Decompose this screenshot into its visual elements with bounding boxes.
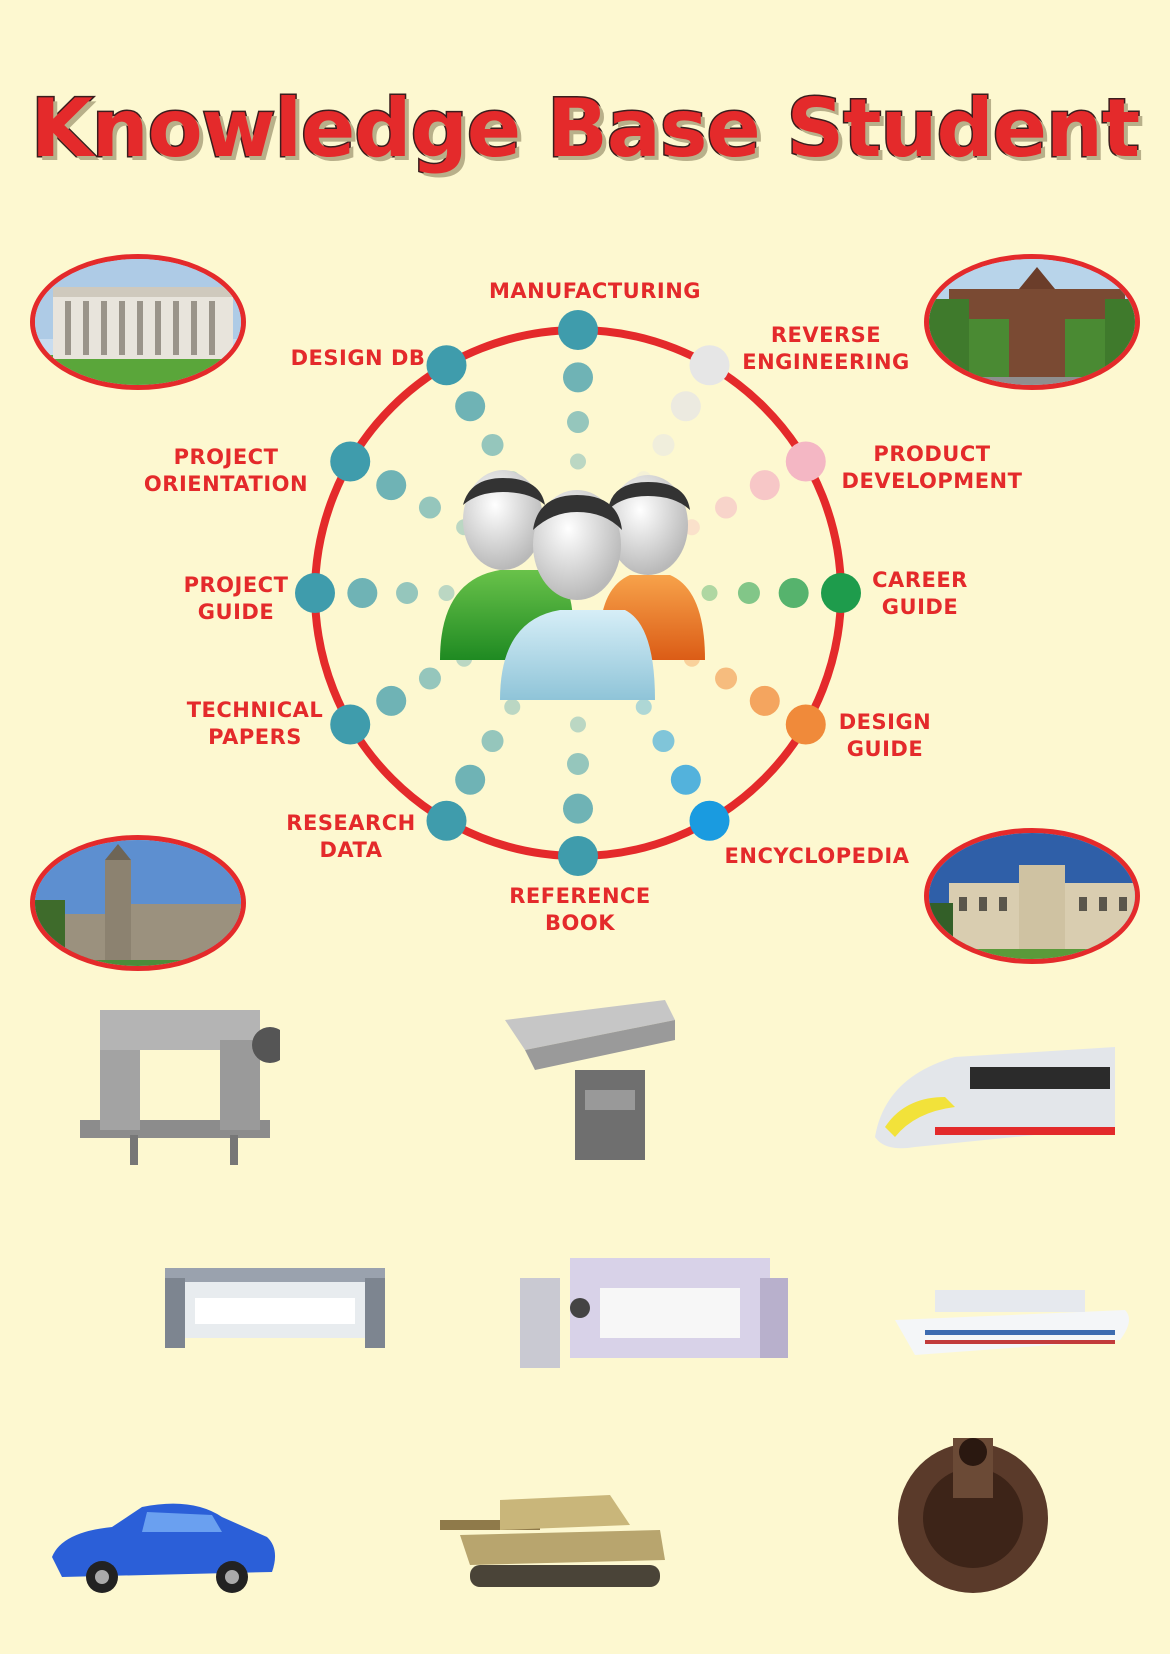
air-jet-loom-photo [520,1258,788,1368]
ivy-building-photo [924,254,1140,390]
spoke-dot [715,667,738,690]
spoke-dot [396,582,419,604]
spoke-dot [563,793,593,824]
spoke-dot [558,836,598,876]
spoke-dot [481,730,504,753]
spoke-dot [418,496,441,519]
spoke-dot [567,752,589,775]
spoke-dot [689,345,730,386]
spoke-dot [567,411,589,434]
spoke-dot [635,698,652,715]
army-tank-photo [440,1495,665,1587]
spoke-dot [778,578,809,608]
spoke-dot [455,764,486,795]
spoke-dot [563,362,593,393]
spoke-dot [376,685,407,716]
spoke-dot [376,470,407,501]
spoke-dot [558,310,598,350]
spoke-dot [481,433,504,456]
label-research-data: RESEARCH DATA [286,811,416,862]
spoke-dot [418,667,441,690]
label-encyclopedia: ENCYCLOPEDIA [724,844,910,868]
spoke-dot [689,800,730,841]
label-manufacturing: MANUFACTURING [488,279,702,303]
spoke-dot [652,433,675,456]
spoke-dot [785,704,826,745]
bevel-gear-photo [898,1438,1048,1593]
spoke-dot [737,582,760,604]
clock-tower-building-photo [30,835,246,971]
spoke-dot [330,704,371,745]
spoke-dot [715,496,738,519]
group-of-people-icon [440,470,705,700]
spoke-dot [347,578,378,608]
university-building-photo [30,254,246,390]
label-reference-book: REFERENCE BOOK [509,884,651,935]
spoke-dot [295,573,335,613]
spoke-dot [330,441,371,482]
spoke-dot [821,573,861,613]
high-speed-train-photo [875,1047,1115,1149]
spoke-dot [670,764,701,795]
cruise-ship-photo [895,1290,1129,1355]
vibratory-feeder-photo [505,1000,675,1160]
spoke-dot [749,470,780,501]
heritage-building-photo [924,828,1140,964]
label-project-orientation: PROJECT ORIENTATION [143,445,309,496]
page-title: Knowledge Base Student [29,81,1141,177]
spoke-dot [504,698,521,715]
label-career-guide: CAREER GUIDE [872,568,968,619]
spoke-dot [570,716,586,733]
spoke-dot [455,391,486,422]
label-design-db: DESIGN DB [290,346,426,370]
spoke-dot [652,730,675,753]
spoke-dot [701,585,718,601]
spoke-dot [438,585,455,601]
label-product-development: PRODUCT DEVELOPMENT [841,442,1023,493]
spoke-dot [785,441,826,482]
sewing-machine-photo [80,1010,280,1165]
spoke-dot [426,800,467,841]
rapier-loom-photo [165,1268,385,1348]
label-technical-papers: TECHNICAL PAPERS [186,698,324,749]
spoke-dot [426,345,467,386]
spoke-dot [749,685,780,716]
spoke-dot [570,453,586,470]
blue-sedan-car-photo [52,1503,276,1593]
label-design-guide: DESIGN GUIDE [838,710,932,761]
label-reverse-engineering: REVERSE ENGINEERING [742,323,910,374]
spoke-dot [670,391,701,422]
label-project-guide: PROJECT GUIDE [183,573,289,624]
